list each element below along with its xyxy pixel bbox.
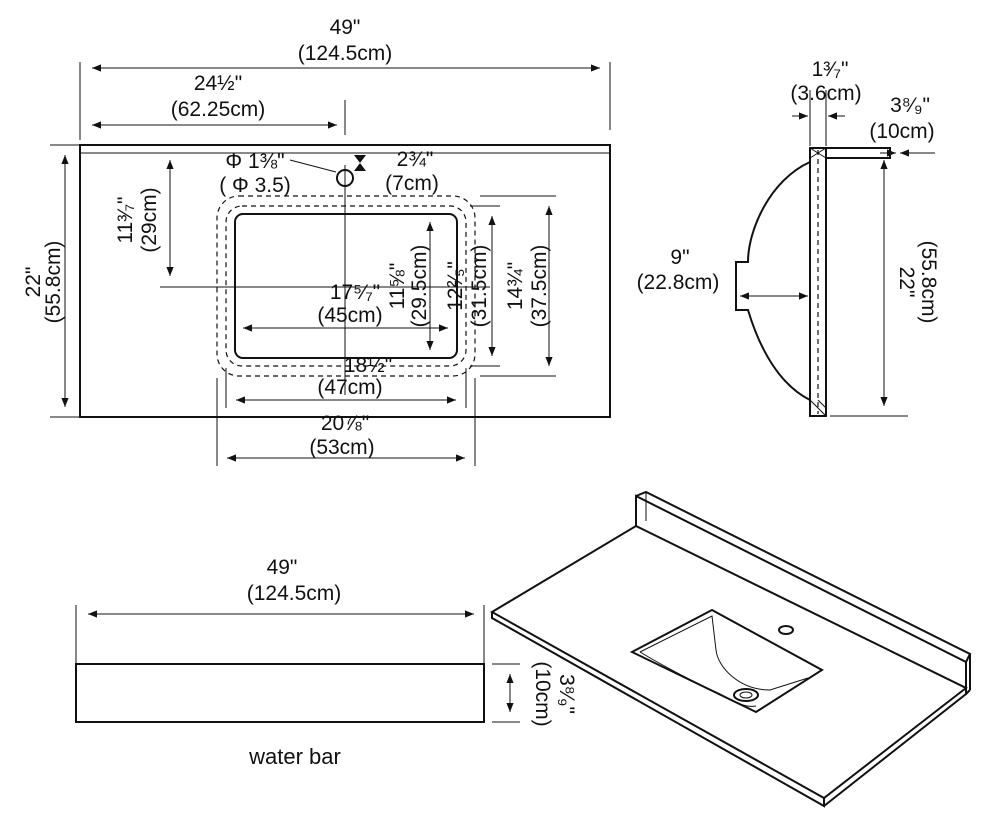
side-splash-thick-label: 3⁸⁄₉" <box>890 94 930 117</box>
mid-depth-label: 12²⁄₅" <box>444 261 467 311</box>
iso-top-surface <box>490 524 968 800</box>
outer-depth-cm: (37.5cm) <box>528 245 551 328</box>
inner-width-cm: (45cm) <box>317 304 382 327</box>
hole-offset-marker <box>354 155 366 171</box>
inner-depth-cm: (29.5cm) <box>408 245 431 328</box>
depth-label: 22" <box>22 267 45 298</box>
side-top-thick-cm: (3.6cm) <box>790 82 861 105</box>
countertop-outline <box>79 144 611 418</box>
water-bar-width-cm: (124.5cm) <box>247 582 342 605</box>
hole-offset-cm: (7cm) <box>385 172 439 195</box>
mid-depth-cm: (31.5cm) <box>468 245 491 328</box>
side-depth-cm: (55.8cm) <box>917 241 940 324</box>
water-bar-height-cm: (10cm) <box>531 661 554 726</box>
hole-dia-label: Φ 1⅜" <box>225 150 284 173</box>
hole-offset-label: 2¾" <box>397 148 434 171</box>
outer-width-label: 20⅞" <box>321 412 369 435</box>
iso-basin-rim <box>629 608 824 714</box>
center-width-label: 24½" <box>194 72 242 95</box>
center-width-cm: (62.25cm) <box>171 98 266 121</box>
depth-cm: (55.8cm) <box>42 241 65 324</box>
side-bowl-profile <box>735 161 811 401</box>
water-bar-label: water bar <box>248 744 341 769</box>
water-bar-view: 49" (124.5cm) 3⁸⁄₉" (10cm) water bar <box>75 556 578 769</box>
bowl-mid-outline <box>225 205 467 367</box>
bowl-inner-outline <box>234 213 458 359</box>
overall-width-label: 49" <box>330 16 361 39</box>
side-top-thick-label: 1³⁄₇" <box>812 58 849 81</box>
side-bowl-depth-cm: (22.8cm) <box>637 271 720 294</box>
inner-depth-label: 11⅝" <box>386 263 409 310</box>
inner-width-label: 17⁵⁄₇" <box>330 281 380 304</box>
iso-backsplash <box>635 494 967 688</box>
outer-width-cm: (53cm) <box>309 436 374 459</box>
overall-width-cm: (124.5cm) <box>298 42 393 65</box>
bowl-outer-cutout <box>216 195 476 377</box>
top-view: 49" (124.5cm) 24½" (62.25cm) 22" (55.8cm… <box>22 16 611 466</box>
hole-leader <box>289 159 337 173</box>
iso-faucet-hole <box>778 625 794 635</box>
side-slab <box>809 147 827 417</box>
outer-depth-label: 14¾" <box>504 262 527 310</box>
mid-width-label: 18½" <box>344 354 392 377</box>
side-bowl-depth-label: 9" <box>670 246 689 269</box>
bowl-from-back-label: 11³⁄₇" <box>114 197 137 244</box>
side-splash-thick-cm: (10cm) <box>869 120 934 143</box>
water-bar <box>75 663 485 723</box>
iso-drain <box>733 688 759 702</box>
bowl-from-back-cm: (29cm) <box>138 187 161 252</box>
water-bar-width-label: 49" <box>267 556 298 579</box>
side-view: 1³⁄₇" (3.6cm) 3⁸⁄₉" (10cm) 9" (22.8cm) 2… <box>637 58 940 417</box>
side-depth-label: 22" <box>895 267 918 298</box>
hole-dia-cm: ( Φ 3.5) <box>219 174 291 197</box>
mid-width-cm: (47cm) <box>317 376 382 399</box>
isometric-view <box>490 490 972 808</box>
water-bar-height-label: 3⁸⁄₉" <box>555 674 578 714</box>
